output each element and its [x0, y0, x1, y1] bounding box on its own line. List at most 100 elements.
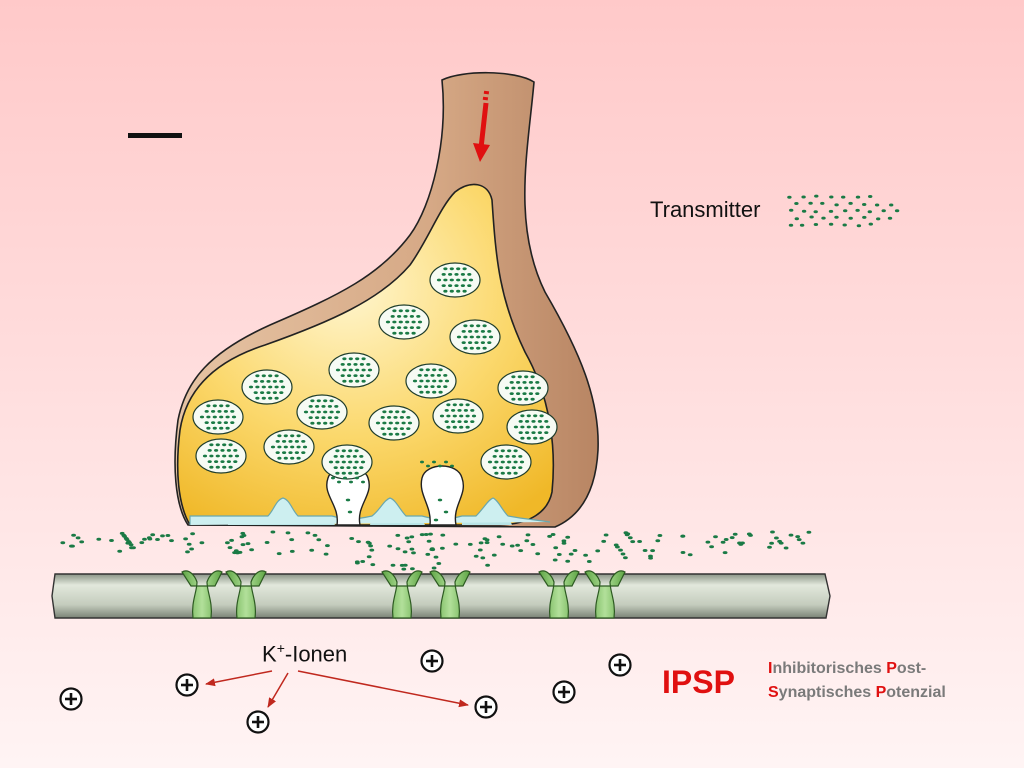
vesicle-molecule — [279, 391, 284, 394]
vesicle-molecule — [465, 414, 470, 418]
plus-ion-icon — [420, 649, 444, 673]
vesicle-molecule — [277, 445, 282, 449]
vesicle-molecule — [439, 414, 445, 418]
vesicle-molecule — [215, 443, 220, 447]
vesicle-molecule — [204, 421, 209, 424]
vesicle-molecule — [225, 404, 230, 408]
transmitter-molecule — [425, 552, 431, 556]
vesicle-molecule — [405, 331, 410, 335]
transmitter-molecule — [360, 560, 366, 563]
transmitter-molecule — [433, 518, 439, 522]
vesicle-molecule — [444, 460, 448, 464]
transmitter-molecule — [500, 542, 506, 546]
legend-molecule — [787, 195, 792, 199]
vesicle-molecule — [467, 273, 472, 276]
vesicle-molecule — [335, 410, 341, 414]
transmitter-molecule — [565, 559, 571, 563]
vesicle — [328, 352, 380, 388]
vesicle-molecule — [340, 466, 345, 469]
vesicle-molecule — [456, 278, 461, 282]
vesicle-molecule — [424, 374, 429, 377]
vesicle-molecule — [482, 324, 487, 328]
transmitter-molecule — [748, 533, 753, 537]
vesicle-molecule — [513, 460, 518, 464]
transmitter-molecule — [630, 540, 636, 544]
vesicle-molecule — [228, 465, 233, 469]
transmitter-molecule — [550, 533, 556, 536]
transmitter-molecule — [586, 560, 592, 563]
vesicle-molecule — [212, 415, 217, 419]
vesicle — [296, 394, 348, 430]
vesicle-molecule — [302, 445, 308, 449]
transmitter-molecule — [440, 546, 445, 550]
vesicle-molecule — [388, 410, 393, 414]
vesicle-molecule — [457, 409, 462, 412]
vesicle-molecule — [462, 289, 467, 293]
vesicle-molecule — [346, 466, 351, 469]
vesicle-molecule — [261, 396, 266, 400]
vesicle-molecule — [544, 420, 549, 423]
vesicle-molecule — [361, 480, 365, 484]
vesicle-molecule — [366, 374, 371, 377]
transmitter-molecule — [431, 566, 437, 570]
transmitter-molecule — [370, 563, 376, 567]
vesicle — [432, 398, 484, 434]
receptor-channel — [538, 570, 580, 619]
vesicle-molecule — [459, 403, 464, 407]
vesicle-molecule — [487, 330, 492, 333]
vesicle — [449, 319, 501, 355]
vesicle-molecule — [537, 420, 543, 423]
vesicle-molecule — [225, 426, 230, 430]
legend-molecule — [862, 215, 867, 219]
transmitter-molecule — [369, 548, 375, 552]
transmitter-molecule — [237, 550, 243, 554]
vesicle-molecule — [409, 326, 414, 329]
plus-ion-icon — [59, 687, 83, 711]
vesicle-molecule — [505, 455, 510, 458]
vesicle-molecule — [469, 324, 474, 328]
transmitter-molecule — [349, 537, 355, 540]
transmitter-molecule — [75, 536, 81, 540]
vesicle — [497, 370, 549, 406]
vesicle-molecule — [443, 267, 448, 271]
vesicle-molecule — [390, 326, 395, 329]
transmitter-molecule — [556, 553, 562, 556]
vesicle-molecule — [513, 425, 519, 429]
transmitter-molecule — [496, 535, 502, 539]
vesicle-molecule — [448, 284, 453, 287]
vesicle-molecule — [219, 404, 224, 408]
vesicle-molecule — [409, 315, 414, 318]
vesicle-molecule — [480, 330, 485, 333]
vesicle-molecule — [417, 320, 423, 324]
vesicle-molecule — [355, 357, 360, 361]
vesicle-molecule — [449, 267, 454, 271]
vesicle-molecule — [282, 440, 287, 443]
transmitter-molecule — [402, 550, 408, 554]
vesicle-molecule — [315, 416, 320, 419]
vesicle-molecule — [443, 289, 448, 293]
vesicle-molecule — [462, 267, 467, 271]
legend-molecule — [813, 210, 818, 214]
transmitter-molecule — [601, 539, 607, 543]
vesicle-molecule — [539, 414, 544, 418]
vesicle-molecule — [430, 385, 435, 388]
vesicle-molecule — [443, 385, 448, 388]
legend-molecule — [813, 223, 819, 226]
vesicle-molecule — [220, 449, 225, 452]
transmitter-molecule — [796, 538, 802, 542]
vesicle-molecule — [347, 374, 352, 377]
vesicle-molecule — [209, 465, 214, 469]
transmitter-molecule — [774, 536, 779, 540]
vesicle-molecule — [294, 451, 299, 454]
vesicle-molecule — [452, 425, 457, 429]
vesicle-molecule — [432, 368, 437, 372]
vesicle-molecule — [348, 460, 353, 464]
vesicle-molecule — [277, 456, 282, 460]
vesicle-molecule — [520, 436, 525, 440]
vesicle-molecule — [390, 315, 395, 318]
vesicle-molecule — [463, 420, 468, 423]
vesicle-molecule — [507, 449, 512, 453]
vesicle-group — [192, 262, 558, 484]
vesicle-molecule — [348, 357, 353, 361]
transmitter-molecule — [740, 541, 745, 545]
